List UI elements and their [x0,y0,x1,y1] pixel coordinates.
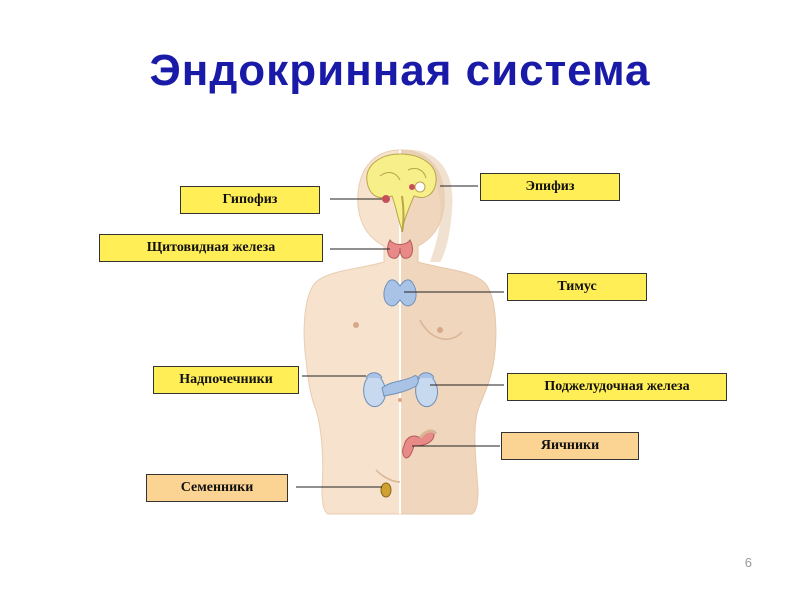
pituitary-icon [382,195,390,203]
label-testes: Семенники [146,474,288,502]
label-pituitary: Гипофиз [180,186,320,214]
body-silhouette [303,149,497,515]
label-thymus: Тимус [507,273,647,301]
testis-icon [380,482,392,498]
thymus-icon [383,279,417,307]
page-number: 6 [744,555,752,570]
label-pancreas: Поджелудочная железа [507,373,727,401]
thyroid-icon [387,239,413,259]
label-pineal: Эпифиз [480,173,620,201]
pineal-icon [409,184,415,190]
label-ovaries: Яичники [501,432,639,460]
ovary-icon [402,429,438,459]
slide-title: Эндокринная система [149,46,651,95]
label-thyroid: Щитовидная железа [99,234,323,262]
label-adrenals: Надпочечники [153,366,299,394]
adrenal-glands-icon [363,372,438,408]
leader-lines [296,185,504,488]
pancreas-icon [381,375,419,397]
